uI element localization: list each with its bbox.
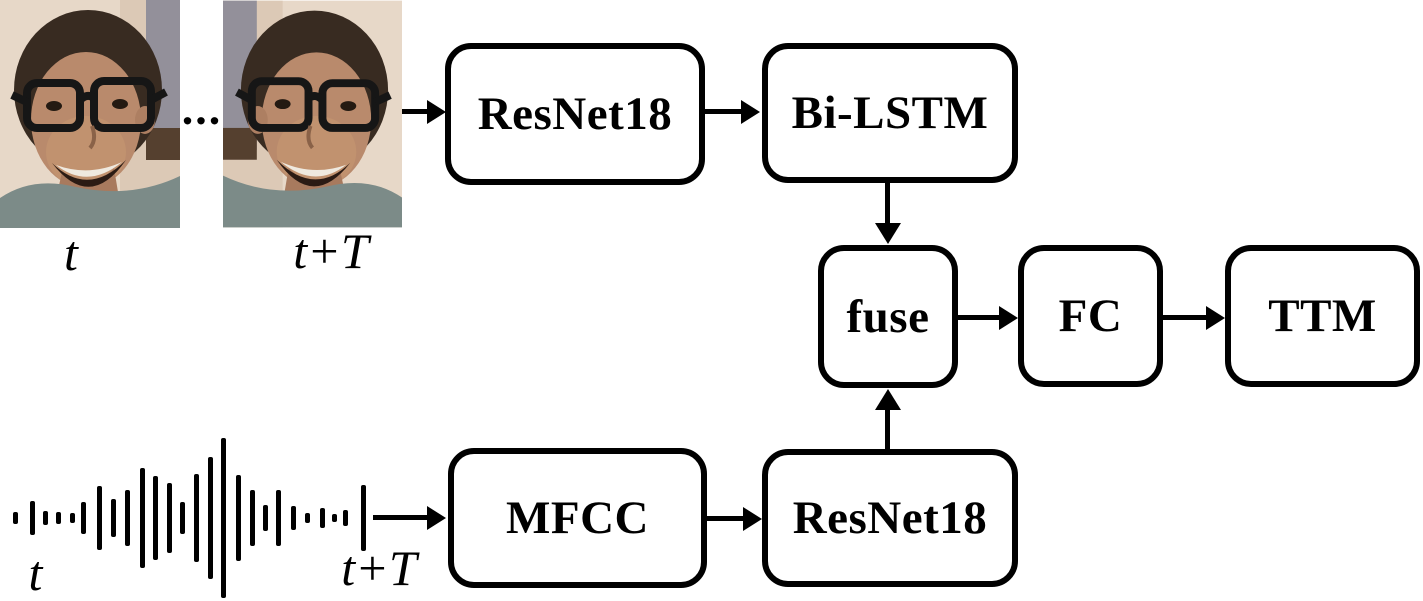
video-frame-t-plus-T [223, 0, 402, 228]
waveform-bar [110, 499, 116, 537]
arrow-stem [373, 515, 430, 520]
waveform-bar [96, 486, 102, 550]
waveform-bar [152, 476, 158, 560]
waveform-bar [235, 475, 241, 561]
audio-start-time-label: t [28, 545, 43, 601]
video-start-time-label: t [64, 225, 78, 281]
waveform-bar [342, 510, 348, 526]
waveform-bar [360, 485, 366, 551]
arrow-bilstm-to-fuse [875, 183, 901, 244]
ttm-label: TTM [1268, 290, 1377, 342]
arrow-head-icon [741, 100, 760, 124]
ttm-box: TTM [1225, 245, 1420, 387]
arrow-head-icon [875, 389, 901, 410]
video-resnet18-label: ResNet18 [477, 88, 673, 140]
waveform-bar [29, 501, 35, 535]
arrow-head-icon [427, 100, 446, 124]
arrow-frames-to-resnet18 [402, 100, 446, 124]
waveform-bar [179, 502, 185, 534]
arrow-resnet18-to-bilstm [705, 100, 760, 124]
video-end-time-label: t+T [293, 223, 369, 279]
video-resnet18-box: ResNet18 [445, 43, 705, 185]
bilstm-label: Bi-LSTM [791, 87, 989, 139]
waveform-bar [12, 512, 18, 524]
mfcc-box: MFCC [448, 448, 707, 588]
arrow-mfcc-to-resnet18 [707, 507, 762, 531]
waveform-bar [304, 513, 310, 523]
waveform-bar [249, 490, 255, 546]
waveform-bar [166, 483, 172, 553]
arrow-fc-to-ttm [1163, 306, 1225, 330]
waveform-bar [55, 512, 61, 524]
waveform-bar [319, 508, 325, 528]
arrow-head-icon [875, 223, 901, 244]
audio-resnet18-label: ResNet18 [792, 492, 988, 544]
waveform-bar [42, 511, 48, 525]
frames-ellipsis: ... [181, 83, 223, 134]
arrow-head-icon [1206, 306, 1225, 330]
arrow-stem [885, 183, 890, 226]
audio-resnet18-box: ResNet18 [762, 449, 1018, 587]
waveform-bar [262, 505, 268, 531]
fuse-box: fuse [818, 245, 958, 388]
waveform-bar [275, 490, 281, 546]
arrow-stem [707, 516, 746, 521]
arrow-fuse-to-fc [958, 306, 1018, 330]
waveform-bar [193, 474, 199, 562]
arrow-waveform-to-mfcc [373, 506, 446, 530]
waveform-bar [80, 502, 86, 534]
fuse-label: fuse [846, 290, 930, 343]
video-frame-t [0, 0, 180, 228]
waveform-bar [331, 514, 337, 522]
bilstm-box: Bi-LSTM [762, 43, 1018, 183]
arrow-head-icon [427, 506, 446, 530]
arrow-stem [705, 109, 744, 114]
waveform-bar [124, 490, 130, 546]
audio-waveform [0, 430, 390, 601]
arrow-stem [1163, 315, 1209, 320]
arrow-stem [958, 315, 1002, 320]
arrow-head-icon [743, 507, 762, 531]
waveform-bar [139, 468, 145, 568]
arrow-stem [885, 407, 890, 449]
audio-end-time-label: t+T [341, 540, 417, 596]
waveform-bar [220, 438, 226, 598]
fc-box: FC [1018, 245, 1163, 387]
arrow-head-icon [999, 306, 1018, 330]
arrow-stem [402, 109, 430, 114]
fc-label: FC [1058, 290, 1123, 342]
mfcc-label: MFCC [506, 492, 649, 544]
waveform-bar [207, 457, 213, 579]
arrow-audio-resnet18-to-fuse [875, 389, 901, 449]
waveform-bar [69, 513, 75, 523]
waveform-bar [290, 506, 296, 530]
